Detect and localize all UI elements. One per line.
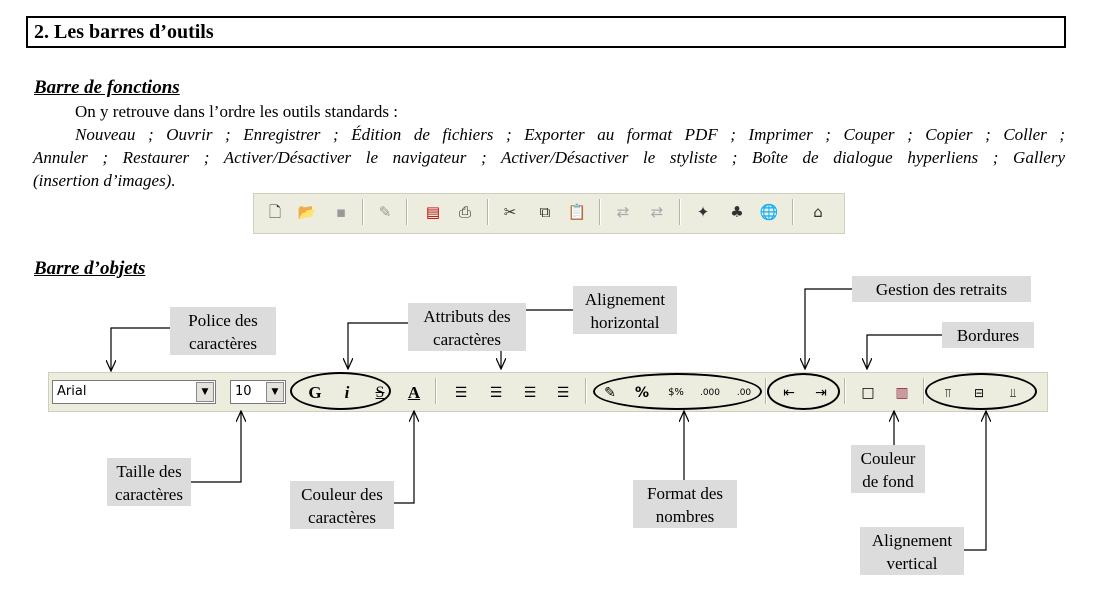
- undo-icon[interactable]: ⇄: [616, 203, 630, 221]
- callout-bordures: Bordures: [942, 322, 1034, 348]
- number-format-group-outline: [593, 373, 762, 410]
- connector-alignement-v: [964, 411, 986, 551]
- redo-icon[interactable]: ⇄: [650, 203, 664, 221]
- paste-icon[interactable]: 📋: [567, 203, 587, 221]
- toolbar-separator: [435, 378, 437, 404]
- font-name-combo[interactable]: Arial ▼: [52, 380, 216, 404]
- chevron-down-icon[interactable]: ▼: [196, 382, 214, 402]
- callout-taille: Taille des caractères: [107, 458, 191, 506]
- toolbar-separator: [679, 199, 681, 225]
- print-icon[interactable]: ⎙: [458, 203, 471, 221]
- align-justify-icon[interactable]: ☰: [556, 385, 570, 401]
- functions-list-line2: Annuler ; Restaurer ; Activer/Désactiver…: [33, 148, 1065, 167]
- objects-toolbar: Arial ▼ 10 ▼ G i S A ☰ ☰ ☰ ☰ ✎ % $% .000…: [48, 372, 1048, 412]
- callout-format-nombres: Format des nombres: [633, 480, 737, 528]
- indent-group-outline: [767, 373, 840, 410]
- toolbar-separator: [844, 378, 846, 404]
- vertical-align-group-outline: [925, 373, 1037, 410]
- font-size-combo[interactable]: 10 ▼: [230, 380, 286, 404]
- font-size-value: 10: [235, 384, 252, 399]
- callout-attributs: Attributs des caractères: [408, 303, 526, 351]
- attributes-group-outline: [290, 372, 391, 410]
- toolbar-separator: [362, 199, 364, 225]
- stylist-icon[interactable]: ♣: [730, 203, 744, 221]
- toolbar-separator: [792, 199, 794, 225]
- toolbar-separator: [406, 199, 408, 225]
- navigator-icon[interactable]: ✦: [696, 203, 710, 221]
- functions-toolbar: 🗋 📂 ▪ ✎ ▤ ⎙ ✂ ⧉ 📋 ⇄ ⇄ ✦ ♣ 🌐 ⌂: [253, 193, 845, 234]
- font-name-value: Arial: [57, 384, 87, 399]
- borders-icon[interactable]: □: [861, 385, 875, 401]
- functions-list-line1: Nouveau ; Ouvrir ; Enregistrer ; Édition…: [75, 125, 1065, 144]
- copy-icon[interactable]: ⧉: [539, 203, 551, 221]
- toolbar-separator: [487, 199, 489, 225]
- functions-bar-intro: On y retrouve dans l’ordre les outils st…: [75, 102, 398, 121]
- connector-couleur-caracteres: [394, 411, 414, 504]
- connector-police: [111, 327, 170, 371]
- connector-bordures: [867, 334, 942, 369]
- callout-alignement-horizontal: Alignement horizontal: [573, 286, 677, 334]
- font-color-button[interactable]: A: [407, 383, 421, 402]
- chevron-down-icon[interactable]: ▼: [266, 382, 284, 402]
- align-center-icon[interactable]: ☰: [489, 385, 503, 401]
- section-title: 2. Les barres d’outils: [26, 16, 1066, 48]
- align-right-icon[interactable]: ☰: [523, 385, 537, 401]
- objects-bar-heading: Barre d’objets: [34, 258, 146, 279]
- connector-attributs-left: [348, 322, 408, 369]
- save-icon[interactable]: ▪: [335, 203, 347, 221]
- export-pdf-icon[interactable]: ▤: [425, 203, 441, 221]
- cut-icon[interactable]: ✂: [503, 203, 517, 221]
- new-document-icon[interactable]: 🗋: [268, 203, 282, 221]
- toolbar-separator: [923, 378, 925, 404]
- toolbar-separator: [585, 378, 587, 404]
- section-title-text: 2. Les barres d’outils: [34, 21, 214, 43]
- functions-bar-heading: Barre de fonctions: [34, 77, 180, 98]
- functions-list-line3: (insertion d’images).: [33, 171, 176, 190]
- callout-police: Police des caractères: [170, 307, 276, 355]
- callout-couleur-caracteres: Couleur des caractères: [290, 481, 394, 529]
- background-color-icon[interactable]: ▥: [895, 385, 909, 401]
- toolbar-separator: [765, 378, 767, 404]
- callout-retraits: Gestion des retraits: [852, 276, 1031, 302]
- edit-file-icon[interactable]: ✎: [378, 203, 392, 221]
- align-left-icon[interactable]: ☰: [454, 385, 468, 401]
- hyperlink-icon[interactable]: 🌐: [759, 203, 779, 221]
- gallery-icon[interactable]: ⌂: [813, 203, 823, 221]
- connector-retraits: [805, 288, 852, 369]
- open-folder-icon[interactable]: 📂: [297, 203, 317, 221]
- toolbar-separator: [599, 199, 601, 225]
- connector-taille: [191, 411, 241, 483]
- callout-couleur-fond: Couleur de fond: [851, 445, 925, 493]
- callout-alignement-vertical: Alignement vertical: [860, 527, 964, 575]
